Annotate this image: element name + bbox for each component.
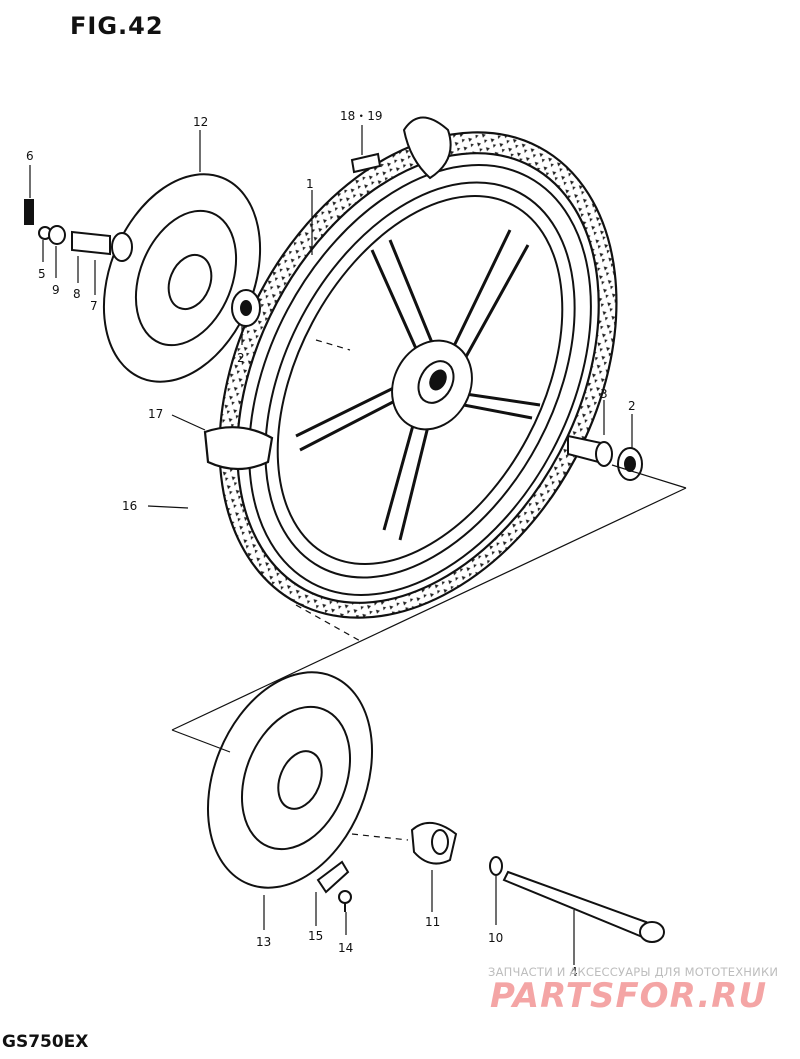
callout-3: 3 [600,387,608,401]
brake-disc-part-13 [206,671,374,889]
callout-leader-lines [29,125,633,965]
callout-7: 7 [90,299,98,313]
rim-band-part-18-19 [350,116,452,180]
washer-part-10 [489,856,503,876]
callout-15: 15 [308,929,323,943]
axle-part-4 [502,870,665,943]
spacer-and-bolt-parts [24,199,133,262]
callout-9: 9 [52,283,60,297]
callout-6: 6 [26,149,34,163]
bearing-right-part-2 [617,447,643,481]
callout-2-right: 2 [628,399,636,413]
callout-5: 5 [38,267,46,281]
assembly-guide-lines [171,339,687,841]
model-code: GS750EX [2,1032,89,1052]
callout-17: 17 [148,407,163,421]
bearing-left-part-2 [231,289,261,327]
callout-8: 8 [73,287,81,301]
callout-14: 14 [338,941,353,955]
callout-12: 12 [193,115,208,129]
callout-4: 4 [570,965,578,979]
callout-13: 13 [256,935,271,949]
figure-title: FIG.42 [70,12,164,40]
watermark-caption: ЗАПЧАСТИ И АКСЕССУАРЫ ДЛЯ МОТОТЕХНИКИ [488,965,779,979]
collar-part-11 [410,822,458,865]
watermark-logo: PARTSFOR.RU [490,976,768,1016]
lock-washer-part-15 [316,860,350,894]
callout-11: 11 [425,915,440,929]
spacer-part-3 [567,434,613,467]
callout-16: 16 [122,499,137,513]
callout-2-left: 2 [237,351,245,365]
wheel-rim-part-1 [248,164,592,596]
callout-18-19: 18・19 [340,109,383,123]
callout-1: 1 [306,177,314,191]
callout-10: 10 [488,931,503,945]
inner-tube-part-17 [203,426,274,471]
bolt-part-14 [338,890,352,912]
